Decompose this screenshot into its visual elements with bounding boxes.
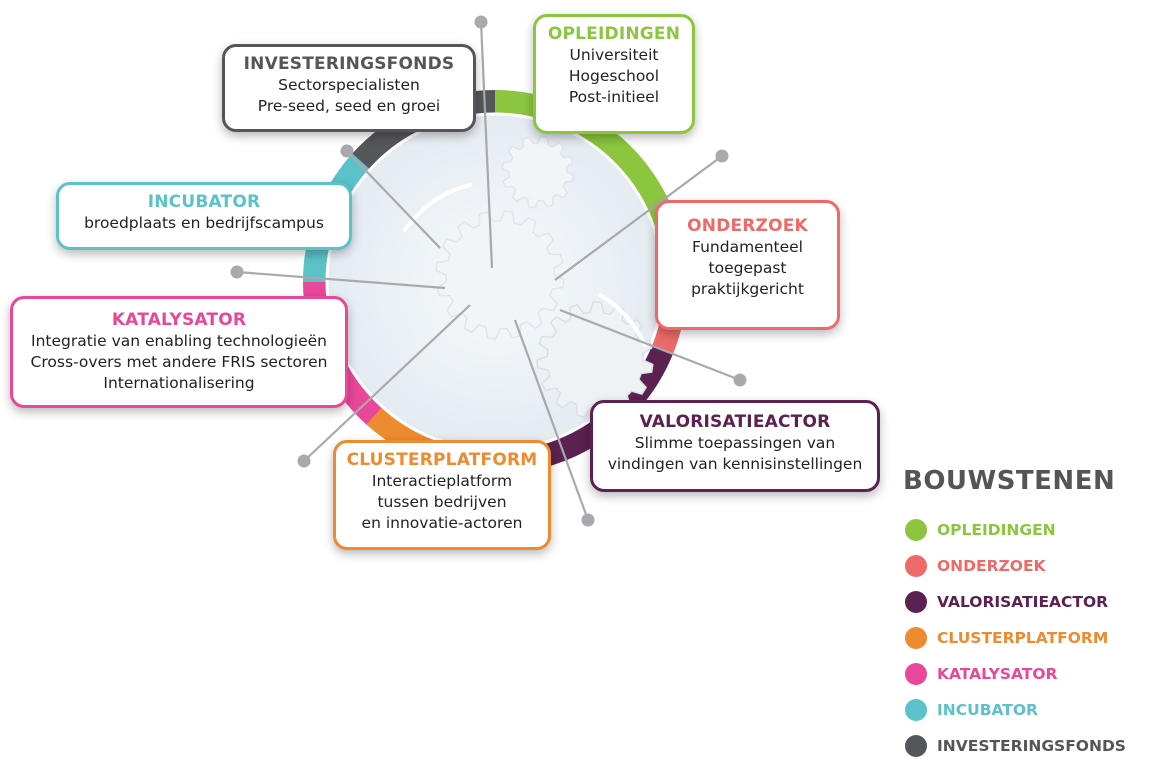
box-line: Integratie van enabling technologieën [31, 332, 327, 350]
gear-shape [501, 135, 575, 209]
box-title: KATALYSATOR [111, 310, 247, 330]
box-line: Slimme toepassingen van [634, 434, 836, 452]
legend-dot-icon [905, 519, 927, 541]
gear-icon-small [501, 135, 575, 209]
legend-label: KATALYSATOR [937, 665, 1058, 683]
legend-item-valorisatieactor: VALORISATIEACTOR [903, 590, 1126, 614]
highlight-arc [403, 183, 472, 232]
highlight-arc [598, 293, 647, 347]
legend-dot-icon [905, 555, 927, 577]
box-line: Sectorspecialisten [278, 76, 420, 94]
legend-dot-icon [905, 591, 927, 613]
legend-title: BOUWSTENEN [903, 466, 1116, 496]
connector-katalysator [236, 270, 446, 290]
legend-item-katalysator: KATALYSATOR [903, 662, 1126, 686]
connector-clusterplatform [303, 304, 471, 462]
legend-label: INVESTERINGSFONDS [937, 737, 1126, 755]
legend-item-opleidingen: OPLEIDINGEN [903, 518, 1126, 542]
box-title: INVESTERINGSFONDS [243, 54, 455, 74]
legend-item-incubator: INCUBATOR [903, 698, 1126, 722]
legend-dot-icon [905, 663, 927, 685]
connector-onderzoek [559, 308, 741, 382]
box-line: tussen bedrijven [377, 493, 507, 511]
box-line: Universiteit [569, 46, 659, 64]
connector-incubator-end-dot [340, 144, 354, 158]
box-line: Internationalisering [103, 374, 255, 392]
box-line: Cross-overs met andere FRIS sectoren [30, 353, 328, 371]
box-title: INCUBATOR [147, 192, 261, 212]
legend: BOUWSTENEN OPLEIDINGEN ONDERZOEK VALORIS… [903, 466, 1126, 770]
box-line: broedplaats en bedrijfscampus [84, 214, 324, 232]
legend-dot-icon [905, 699, 927, 721]
connector-lines [230, 15, 747, 527]
connector-valorisatieactor-end-dot [581, 513, 595, 527]
legend-label: CLUSTERPLATFORM [937, 629, 1109, 647]
box-valorisatieactor: VALORISATIEACTOR Slimme toepassingen van… [590, 400, 880, 492]
legend-item-clusterplatform: CLUSTERPLATFORM [903, 626, 1126, 650]
connector-opleidingen-end-dot [715, 149, 729, 163]
connector-clusterplatform-end-dot [297, 454, 311, 468]
connector-opleidingen [554, 155, 723, 281]
box-title: CLUSTERPLATFORM [346, 450, 538, 470]
connector-onderzoek-end-dot [733, 373, 747, 387]
box-title: ONDERZOEK [687, 216, 808, 236]
legend-label: VALORISATIEACTOR [937, 593, 1109, 611]
legend-label: OPLEIDINGEN [937, 521, 1056, 539]
connector-investeringsfonds-end-dot [474, 15, 488, 29]
box-clusterplatform: CLUSTERPLATFORM Interactieplatform tusse… [333, 440, 551, 550]
box-line: Interactieplatform [371, 472, 513, 490]
legend-label: ONDERZOEK [937, 557, 1046, 575]
box-opleidingen: OPLEIDINGEN Universiteit Hogeschool Post… [533, 14, 695, 134]
box-line: toegepast [708, 259, 787, 277]
connector-valorisatieactor [513, 319, 590, 521]
legend-dot-icon [905, 735, 927, 757]
box-line: Post-initieel [568, 88, 660, 106]
connector-investeringsfonds [479, 21, 494, 269]
box-katalysator: KATALYSATOR Integratie van enabling tech… [10, 296, 348, 408]
legend-item-onderzoek: ONDERZOEK [903, 554, 1126, 578]
legend-label: INCUBATOR [937, 701, 1038, 719]
box-line: Hogeschool [568, 67, 660, 85]
box-line: en innovatie-actoren [361, 514, 523, 532]
box-incubator: INCUBATOR broedplaats en bedrijfscampus [56, 182, 352, 250]
legend-item-investeringsfonds: INVESTERINGSFONDS [903, 734, 1126, 758]
box-title: VALORISATIEACTOR [639, 412, 831, 432]
box-onderzoek: ONDERZOEK Fundamenteel toegepast praktij… [655, 200, 840, 330]
box-title: OPLEIDINGEN [547, 24, 681, 44]
box-line: vindingen van kennisinstellingen [607, 455, 863, 473]
box-line: Fundamenteel [692, 238, 803, 256]
legend-dot-icon [905, 627, 927, 649]
connector-incubator [346, 150, 441, 249]
box-line: praktijkgericht [691, 280, 804, 298]
box-line: Pre-seed, seed en groei [257, 97, 441, 115]
box-investeringsfonds: INVESTERINGSFONDS Sectorspecialisten Pre… [222, 44, 476, 132]
connector-katalysator-end-dot [230, 265, 244, 279]
